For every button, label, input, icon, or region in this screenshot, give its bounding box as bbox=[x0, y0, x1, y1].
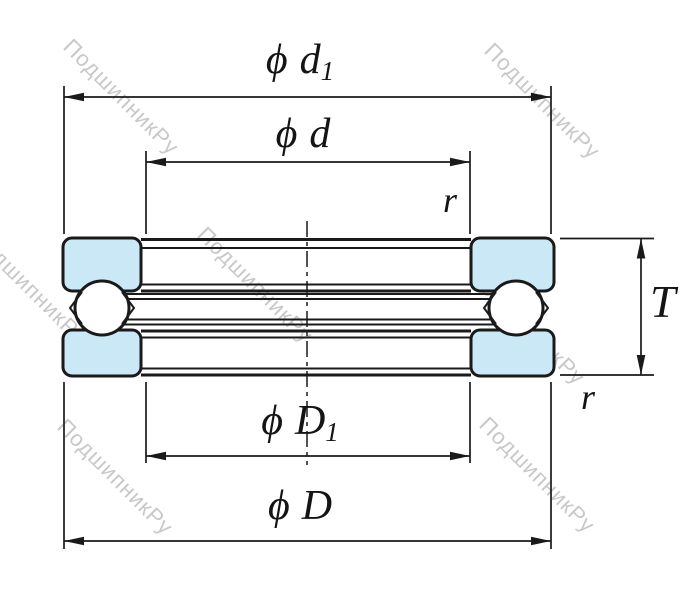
arrowhead-d1-left bbox=[64, 92, 84, 102]
cage-claw-left-inner bbox=[121, 291, 136, 325]
arrowhead-d-right bbox=[450, 157, 470, 167]
arrowhead-d1-right bbox=[531, 92, 551, 102]
dimension-d1-subscript: 1 bbox=[321, 56, 335, 86]
cage-claw-left-outer bbox=[68, 291, 83, 325]
watermark-text: ПодшипникРу bbox=[52, 414, 178, 540]
phi-symbol: ϕ bbox=[266, 37, 288, 83]
dimension-d1-letter: d bbox=[300, 37, 322, 83]
cage-claw-right-inner bbox=[482, 291, 497, 325]
arrowhead-D-left bbox=[64, 536, 84, 546]
bearing-cross-section bbox=[61, 221, 556, 465]
arrowhead-d-left bbox=[146, 157, 166, 167]
dimension-D1-letter: D bbox=[294, 398, 325, 444]
housing-washer-section-left bbox=[61, 328, 143, 378]
arrowhead-T-top bbox=[636, 238, 646, 259]
cage-claw-right-outer bbox=[535, 291, 550, 325]
dimension-T-label: T bbox=[650, 276, 679, 327]
dimension-T: T bbox=[560, 237, 679, 376]
arrowhead-D1-left bbox=[146, 451, 166, 461]
watermark-text: ПодшипникРу bbox=[479, 38, 605, 164]
ball-left bbox=[73, 279, 131, 337]
ball-right bbox=[487, 279, 545, 337]
dimension-D-letter: D bbox=[301, 483, 332, 529]
watermark-text: ПодшипникРу bbox=[474, 412, 600, 538]
dimension-d-letter: d bbox=[309, 111, 331, 157]
arrowhead-D1-right bbox=[450, 451, 470, 461]
phi-symbol: ϕ bbox=[268, 483, 290, 529]
fillet-radius-label-bottom: r bbox=[581, 377, 596, 417]
arrowhead-T-bottom bbox=[636, 355, 646, 375]
phi-symbol: ϕ bbox=[276, 111, 298, 157]
arrowhead-D-right bbox=[531, 536, 551, 546]
fillet-radius-label-top: r bbox=[443, 180, 458, 220]
phi-symbol: ϕ bbox=[261, 398, 283, 444]
dimension-D1-subscript: 1 bbox=[325, 417, 339, 447]
housing-washer-section-right bbox=[469, 328, 556, 378]
